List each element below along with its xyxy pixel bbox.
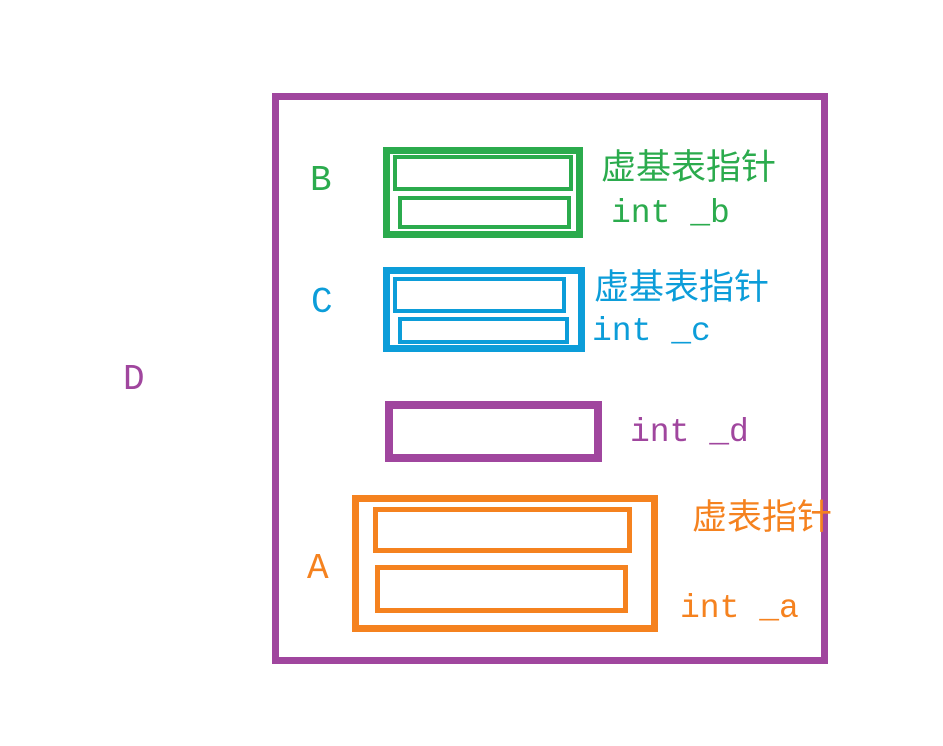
class-a-member-annotation: int _a [680,590,799,627]
class-b-member-slot [398,196,571,229]
class-a-vtable-pointer-slot [373,507,632,553]
class-d-member-slot [385,401,602,462]
class-c-member-slot [398,317,569,344]
class-b-vbtable-pointer-annotation: 虚基表指针 [601,148,777,187]
class-c-label: C [311,282,333,323]
class-c-subobject-box [383,267,585,352]
class-b-vbtable-pointer-slot [393,155,573,191]
class-a-subobject-box [352,495,658,632]
class-c-member-annotation: int _c [592,313,711,350]
class-d-member-annotation: int _d [630,414,749,451]
class-a-vtable-pointer-annotation: 虚表指针 [692,498,833,537]
class-b-member-annotation: int _b [611,195,730,232]
class-c-vbtable-pointer-annotation: 虚基表指针 [594,268,770,307]
class-d-object-box [272,93,828,664]
class-d-label: D [123,359,145,400]
class-a-label: A [307,548,329,589]
class-a-member-slot [375,565,628,613]
class-b-label: B [310,160,332,201]
class-c-vbtable-pointer-slot [393,277,566,313]
class-b-subobject-box [383,147,583,238]
